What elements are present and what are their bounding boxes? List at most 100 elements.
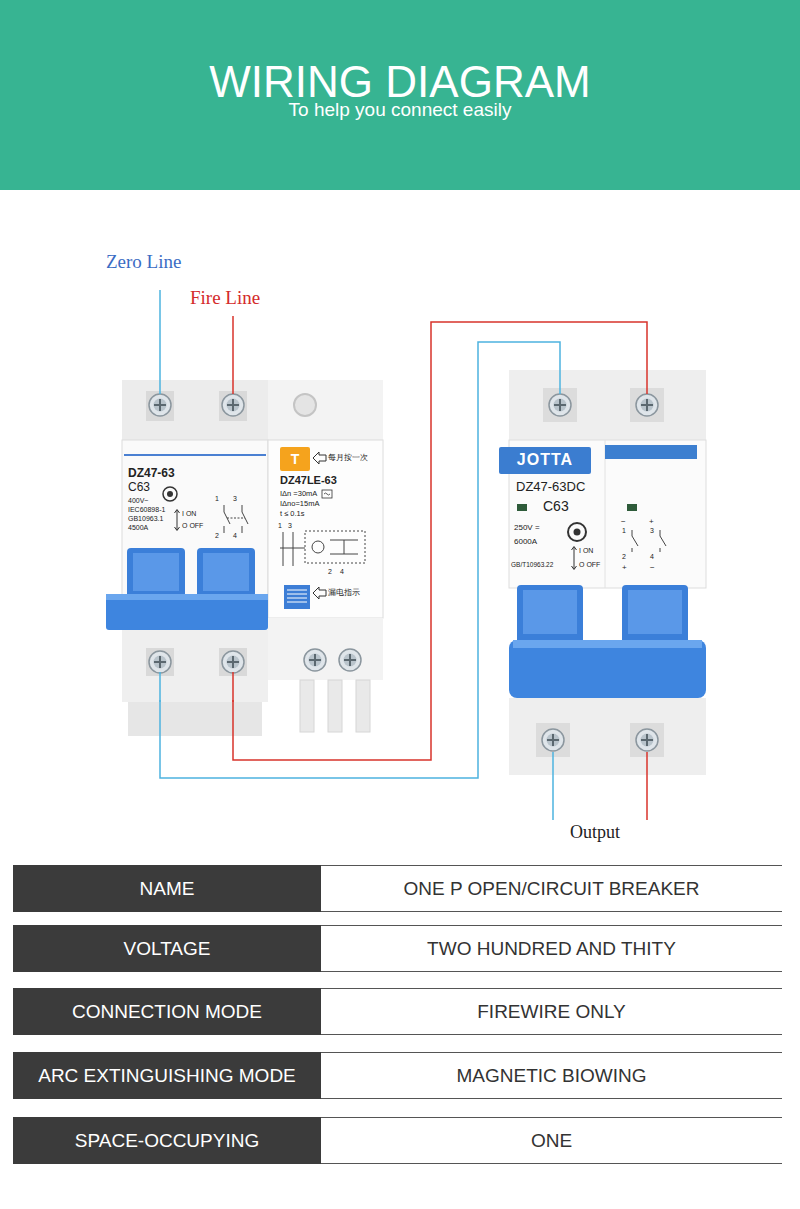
ccc-mark [167, 491, 173, 497]
status-window [627, 504, 637, 511]
ccc-mark [163, 487, 177, 501]
rcd-module-text: 1 [278, 522, 282, 530]
breaker-module-text: I ON [182, 510, 196, 518]
rcd-module-text: 每月按一次 [328, 453, 368, 462]
terminal-housing [509, 370, 706, 442]
breaker-module-text: DZ47-63 [128, 467, 175, 481]
dc-breaker-text: 4 [650, 553, 654, 561]
rcd-module-text: t ≤ 0.1s [280, 510, 305, 519]
terminal-housing [268, 618, 383, 680]
toggle-face [523, 590, 577, 634]
rcd-module-text: 漏电指示 [328, 588, 360, 597]
table-value: ONE P OPEN/CIRCUIT BREAKER [404, 878, 700, 900]
terminal-screw [549, 394, 571, 416]
table-key-cell [13, 865, 321, 912]
neutral-wire [160, 342, 560, 778]
dc-breaker-text: O OFF [579, 561, 600, 569]
dc-breaker-text: 6000A [514, 537, 537, 546]
rcd-schematic [312, 541, 324, 553]
dc-breaker-text: GB/T10963.22 [511, 561, 553, 568]
terminal-screw [304, 649, 326, 671]
breaker-module-text: 1 [215, 495, 219, 503]
pole-divider [605, 440, 606, 588]
rcd-module-text: 2 [328, 568, 332, 576]
pointer-arrow [313, 587, 326, 599]
face-band [605, 445, 697, 459]
terminal-housing [509, 698, 706, 775]
handle-bar [509, 640, 706, 698]
ccc-mark [574, 529, 581, 536]
dc-breaker-text: − [621, 517, 626, 526]
title-band [0, 0, 800, 190]
leader-line [646, 752, 648, 820]
on-off-arrow [572, 547, 577, 570]
dc-breaker-text: 1 [622, 527, 626, 535]
breaker-module-text: 4 [233, 532, 237, 540]
live-wire [233, 322, 647, 760]
dc-breaker-text: 2 [622, 553, 626, 561]
dc-breaker-text: C63 [543, 498, 569, 514]
handle-bar [513, 640, 702, 648]
table-key: ARC EXTINGUISHING MODE [38, 1065, 296, 1087]
switch-symbol [224, 505, 248, 533]
terminal-screw [222, 394, 244, 416]
table-key-cell [13, 925, 321, 972]
module-leg [356, 680, 370, 732]
table-value: ONE [531, 1130, 572, 1152]
breaker-face [509, 440, 706, 588]
rcd-module-text: IΔno=15mA [280, 500, 319, 509]
table-value: FIREWIRE ONLY [477, 1001, 626, 1023]
terminal-screw [339, 649, 361, 671]
rcd-module-text: DZ47LE-63 [280, 474, 337, 487]
neutral-wire [159, 672, 161, 702]
table-rule [321, 866, 782, 1164]
rcd-module-text: IΔn =30mA [280, 490, 317, 499]
terminal-screw [149, 394, 171, 416]
live-wire [646, 370, 648, 394]
pointer-arrow [313, 452, 326, 464]
live-wire [232, 672, 234, 702]
terminal-recess [219, 391, 247, 421]
leak-indicator [284, 585, 310, 609]
dc-breaker-text: DZ47-63DC [516, 480, 585, 495]
test-button-text: T [291, 451, 300, 467]
switch-symbol [632, 530, 666, 552]
terminal-recess [146, 648, 174, 676]
dc-breaker-text: I ON [579, 547, 593, 555]
ac-symbol [324, 493, 330, 495]
dc-breaker-text: + [649, 517, 654, 526]
rcd-module-text: 3 [288, 522, 292, 530]
switch-link [227, 518, 245, 519]
rcd-schematic [280, 532, 305, 566]
rcd-schematic [330, 540, 358, 554]
toggle-handle [622, 585, 688, 647]
dc-breaker-text: 250V = [514, 523, 540, 532]
rcd-face [268, 440, 383, 618]
dc-breaker-text: 3 [650, 527, 654, 535]
terminal-housing [268, 380, 383, 442]
subtitle: To help you connect easily [289, 99, 512, 121]
breaker-module-text: 4500A [128, 524, 148, 532]
terminal-screw [636, 394, 658, 416]
table-key-cell [13, 1052, 321, 1099]
rcd-module-text: 4 [340, 568, 344, 576]
breaker-module-text: IEC60898-1 [128, 506, 165, 514]
handle-bar [106, 594, 268, 600]
handle-bar [106, 594, 268, 630]
terminal-recess [219, 648, 247, 676]
table-key: CONNECTION MODE [72, 1001, 262, 1023]
table-key: VOLTAGE [124, 938, 211, 960]
terminal-recess [146, 391, 174, 421]
terminal-screw [542, 729, 564, 751]
breaker-module-text: O OFF [182, 522, 203, 530]
breaker-face [122, 440, 268, 595]
leader-line [232, 316, 234, 394]
breaker-module-text: 400V~ [128, 497, 148, 505]
test-knob [294, 394, 316, 416]
terminal-screw [222, 651, 244, 673]
breaker-module-text: C63 [128, 481, 150, 495]
dc-breaker-text: − [650, 563, 655, 572]
status-window [517, 504, 527, 511]
table-key: NAME [140, 878, 195, 900]
